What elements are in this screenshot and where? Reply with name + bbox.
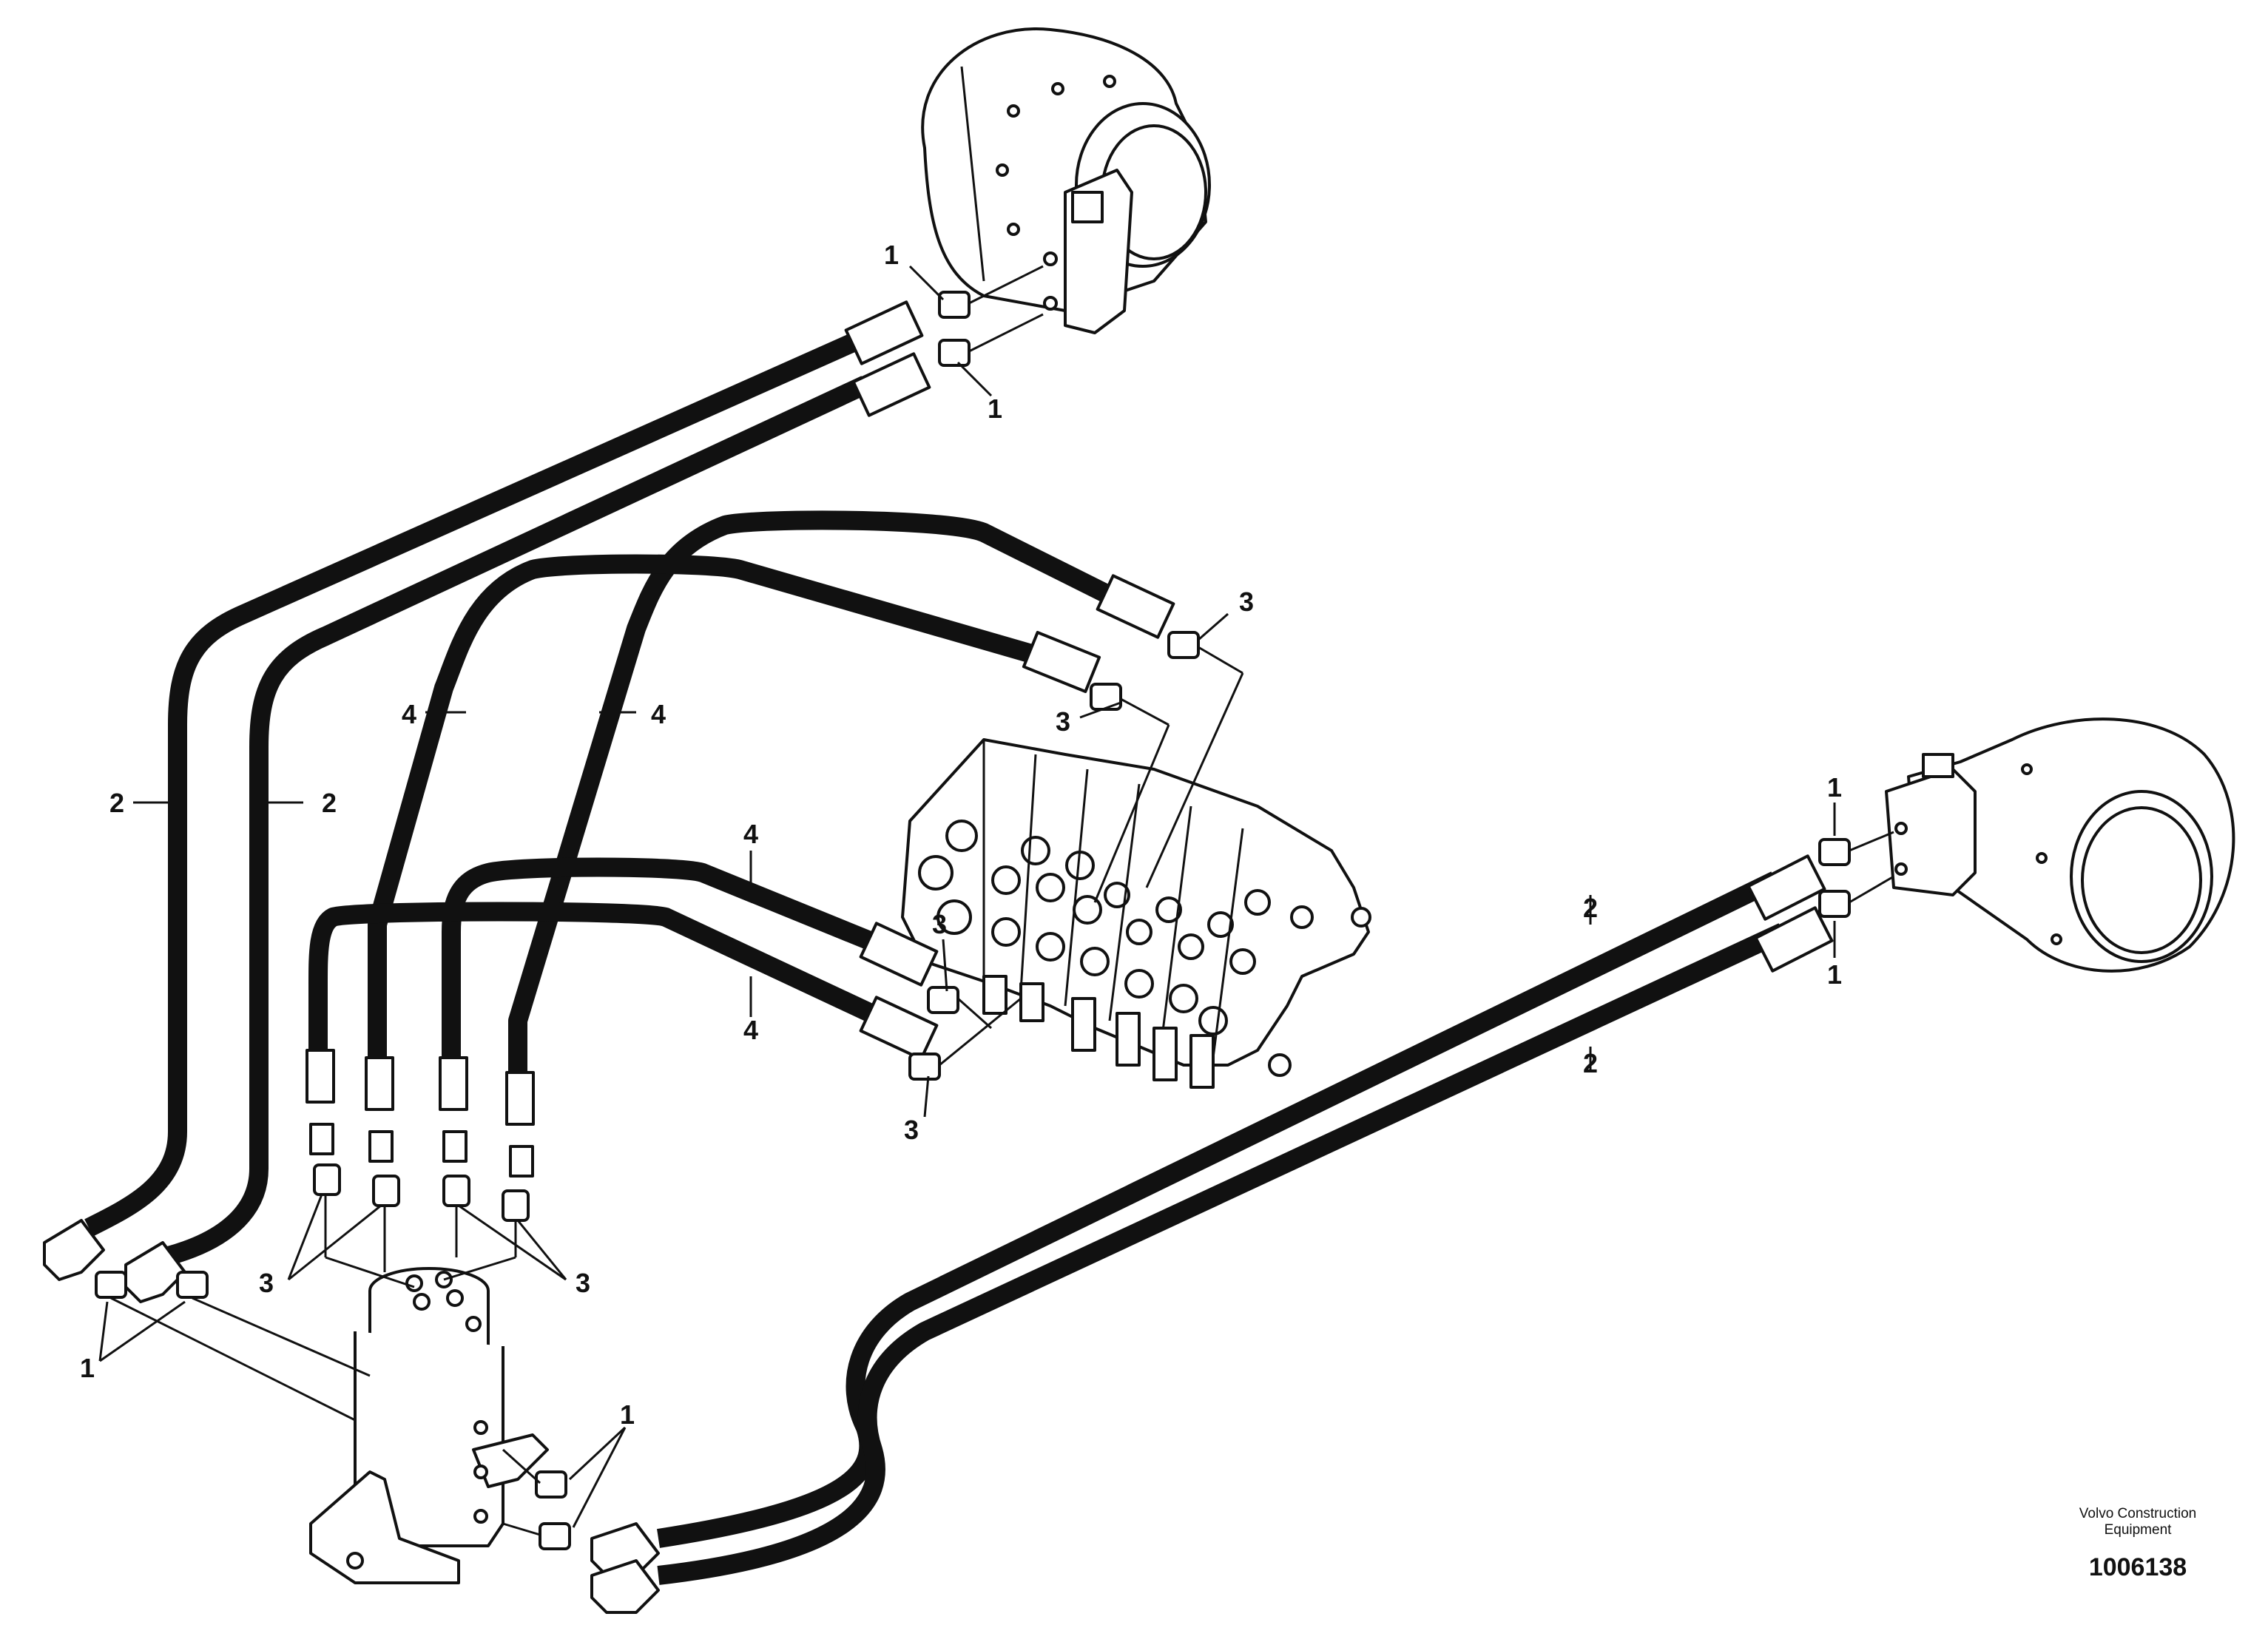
callout-1-right-a: 1: [1827, 772, 1842, 803]
callout-3-valve-b: 3: [1056, 706, 1070, 737]
leader-lines: [110, 265, 1894, 1536]
callout-3-valve-c: 3: [932, 909, 947, 939]
brand-line-1: Volvo Construction: [2079, 1506, 2197, 1521]
hose-end-fittings: [43, 300, 1834, 1614]
callout-3-valve-a: 3: [1239, 587, 1254, 617]
hose-4-b: [368, 554, 1076, 1065]
callout-2-left-a: 2: [109, 788, 124, 818]
callout-4-b: 4: [651, 699, 666, 729]
adapters: [95, 291, 1851, 1550]
callout-1-top-b: 1: [988, 393, 1002, 424]
callout-1-left: 1: [80, 1353, 95, 1383]
callout-4-a: 4: [402, 699, 416, 729]
hose-2-upper-a: [84, 331, 863, 1237]
callout-2-right-a: 2: [1583, 893, 1598, 923]
callout-labels: 1 1 1 1 1 1 2 2 2 2 3 3 3 3 3 3 4 4 4 4: [80, 240, 1842, 1430]
document-number: 1006138: [2088, 1553, 2187, 1581]
hose-4-d: [308, 902, 907, 1065]
callout-1-top-a: 1: [884, 240, 899, 270]
callout-4-c: 4: [743, 819, 758, 849]
swivel-joint: [309, 1267, 549, 1584]
callout-3-swivel-b: 3: [576, 1268, 590, 1298]
hose-4-a: [508, 510, 1151, 1080]
control-valve-block: [901, 738, 1371, 1089]
hose-2-right-b: [657, 923, 1787, 1585]
callout-1-right-b: 1: [1827, 959, 1842, 990]
callout-3-valve-d: 3: [904, 1115, 919, 1145]
hoses: [84, 331, 1787, 1585]
callout-1-swivel: 1: [620, 1399, 635, 1430]
travel-motor-right: [1885, 717, 2235, 973]
callout-3-swivel-a: 3: [259, 1268, 274, 1298]
travel-motor-top: [921, 27, 1211, 334]
brand-label: Volvo Construction Equipment: [2049, 1506, 2227, 1538]
brand-line-2: Equipment: [2104, 1522, 2172, 1538]
callout-4-d: 4: [743, 1015, 758, 1045]
callout-leaders: [98, 265, 1836, 1528]
hose-2-upper-b: [160, 376, 870, 1267]
callout-2-right-b: 2: [1583, 1048, 1598, 1078]
callout-2-left-b: 2: [322, 788, 337, 818]
